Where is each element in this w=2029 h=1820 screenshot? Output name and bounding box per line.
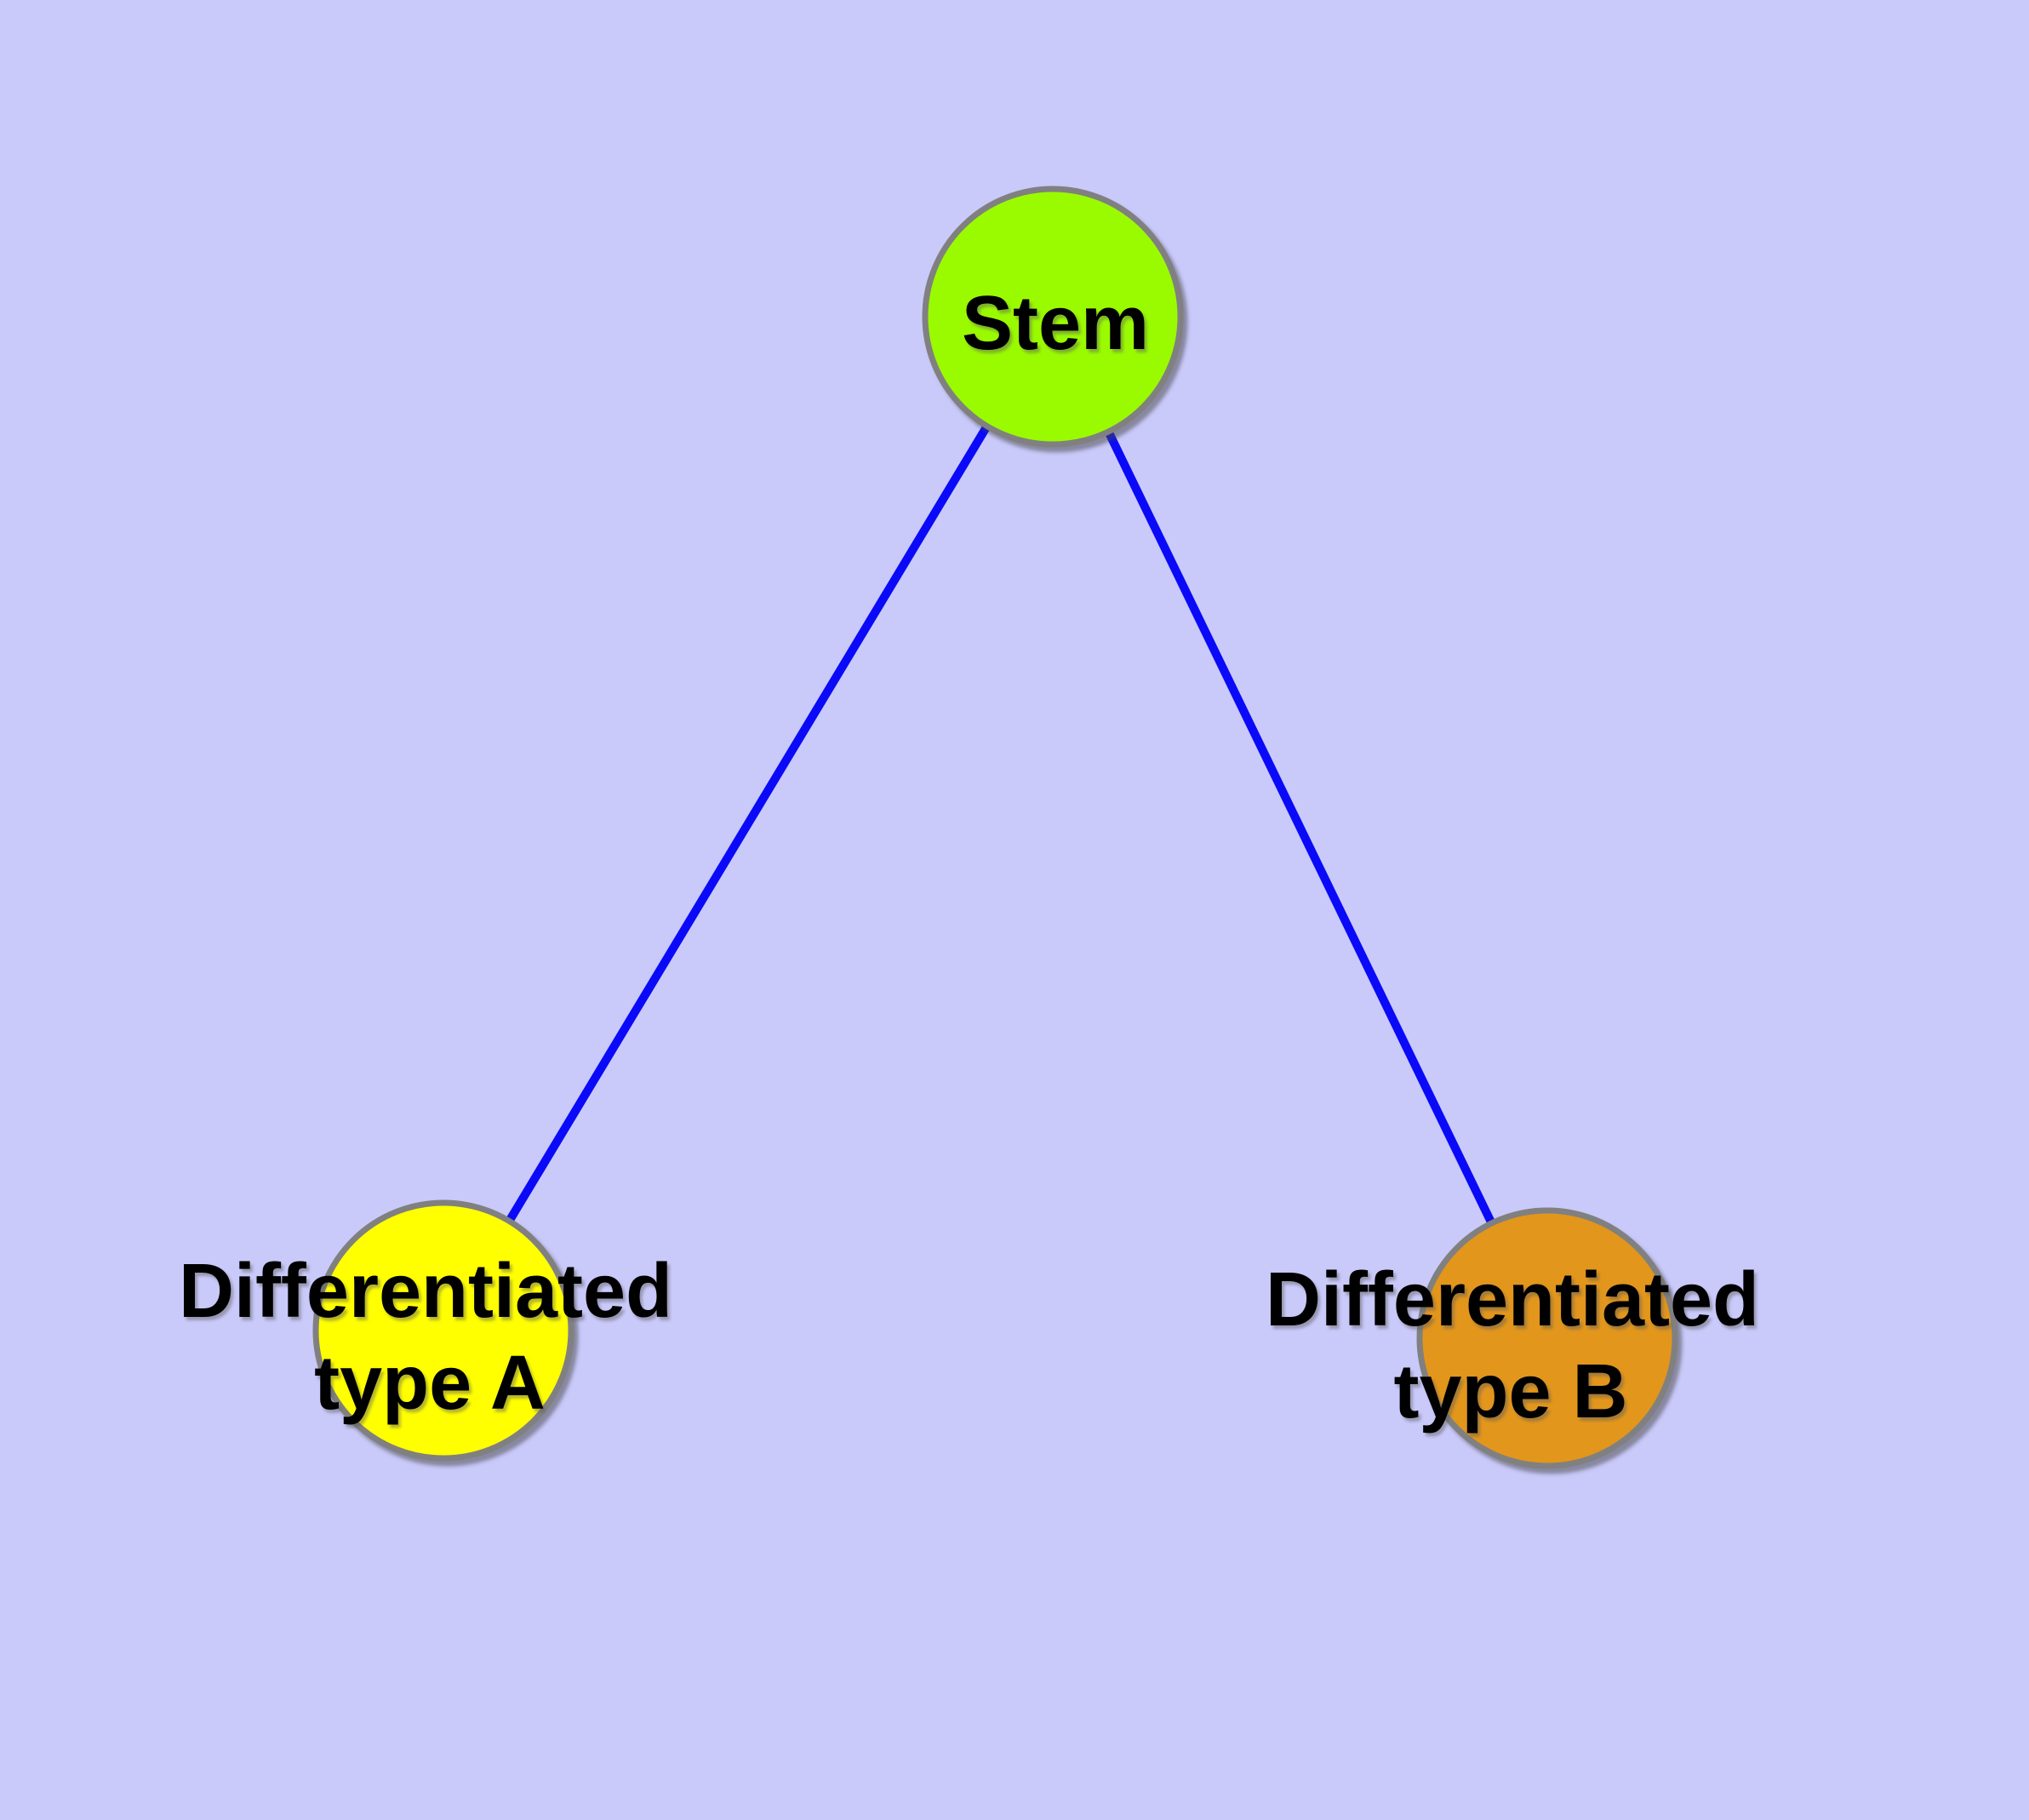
node-layer xyxy=(312,186,1678,1469)
node-stem xyxy=(922,186,1184,448)
label-type-b-line1: Differentiated xyxy=(1266,1257,1759,1342)
node-differentiated-type-a xyxy=(312,1199,574,1462)
edge-layer xyxy=(439,314,1552,1341)
label-layer: Stem Differentiated type A Differentiate… xyxy=(179,281,1759,1434)
node-differentiated-type-b xyxy=(1416,1207,1678,1469)
label-type-b-line2: type B xyxy=(1393,1349,1627,1434)
label-stem: Stem xyxy=(962,281,1149,366)
edge-stem-to-typeB xyxy=(1049,314,1552,1341)
label-type-a-line1: Differentiated xyxy=(179,1249,672,1334)
label-type-a-line2: type A xyxy=(314,1341,546,1426)
edge-stem-to-typeA xyxy=(439,314,1057,1333)
